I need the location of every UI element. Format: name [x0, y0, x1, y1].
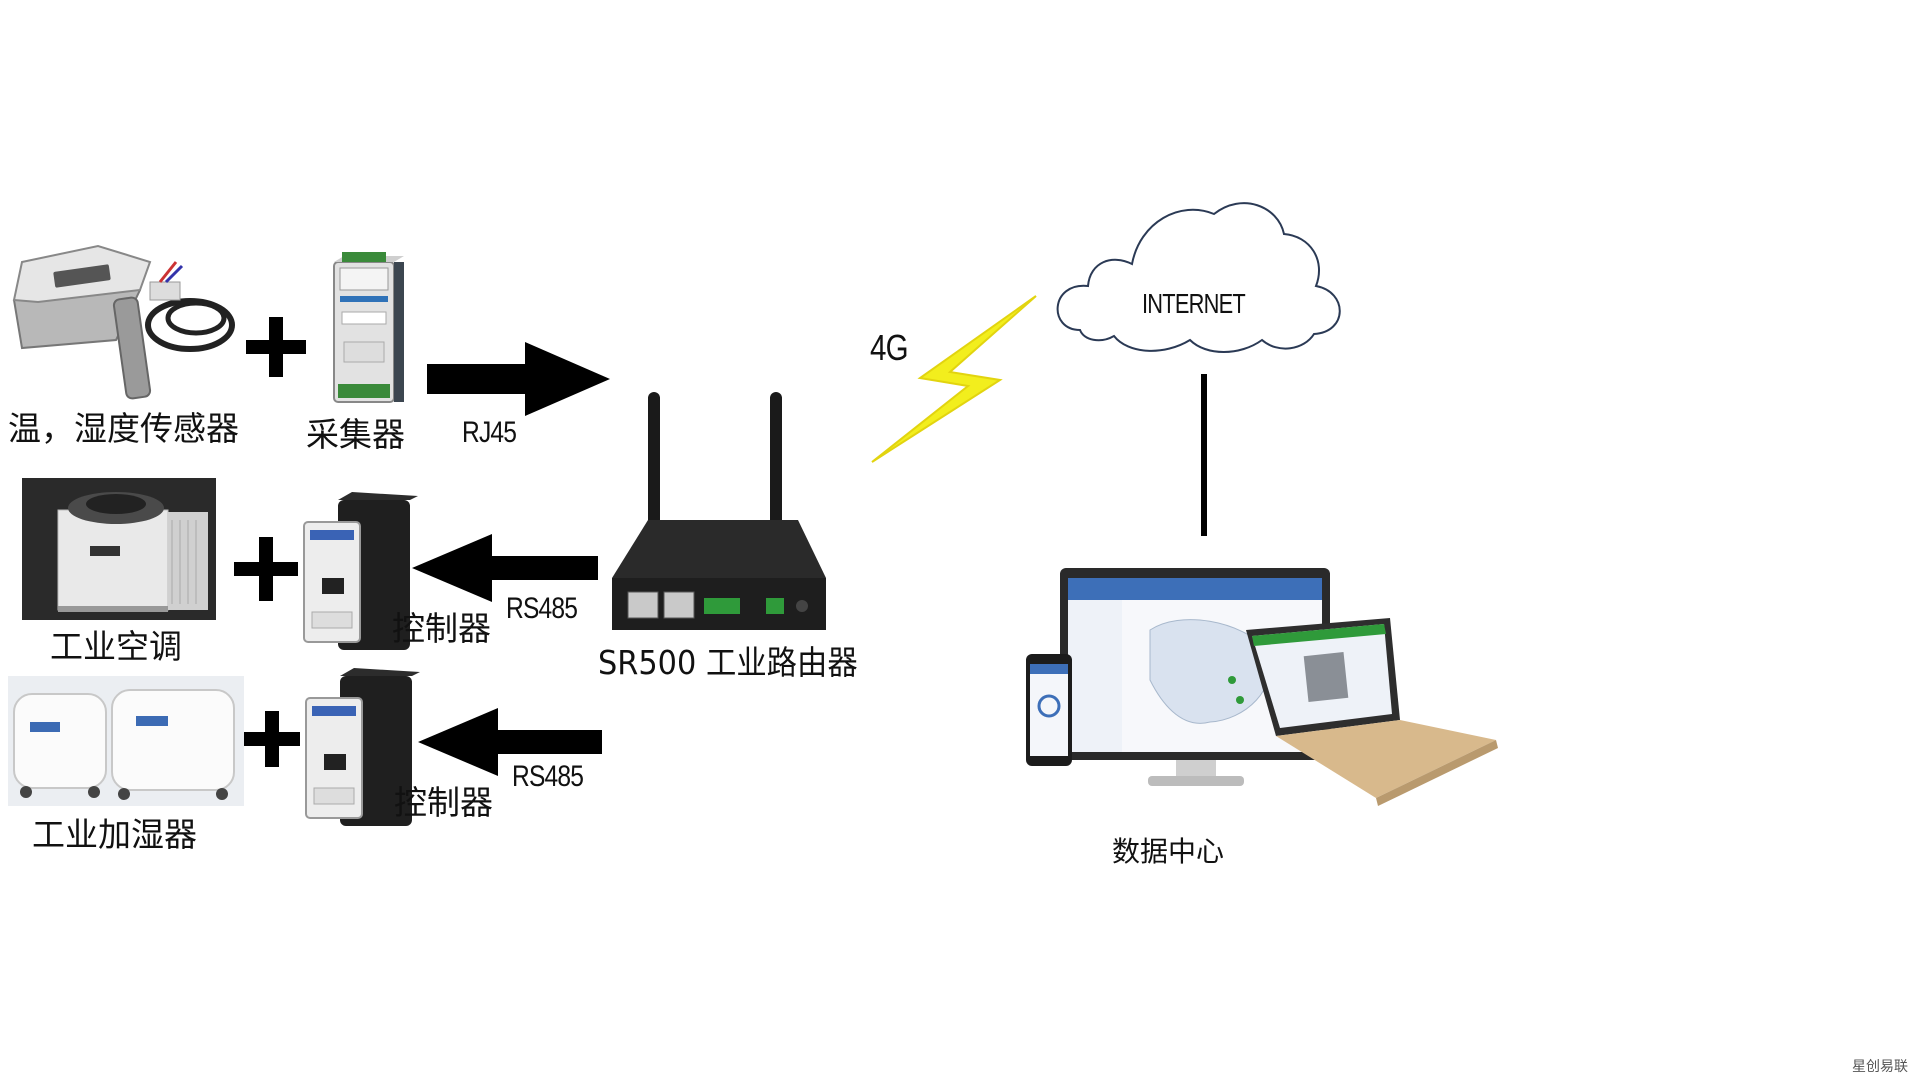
- temp-humidity-sensor-label: 温，湿度传感器: [8, 409, 239, 448]
- controller-image: [303, 492, 418, 650]
- plus-icon: [234, 537, 298, 601]
- industrial-ac-image: [22, 478, 216, 620]
- industrial-humidifier-image: [8, 676, 244, 806]
- collector-label: 采集器: [306, 415, 405, 454]
- controller-label-1: 控制器: [392, 609, 491, 648]
- rs485-label-1: RS485: [506, 592, 578, 625]
- router-image: [612, 392, 826, 630]
- temp-humidity-sensor-image: [12, 244, 235, 400]
- industrial-ac-label: 工业空调: [50, 627, 182, 666]
- plus-icon: [246, 317, 306, 377]
- rj45-arrow: [427, 342, 610, 416]
- 4g-label: 4G: [870, 327, 909, 368]
- internet-label: INTERNET: [1142, 288, 1246, 319]
- watermark: 星创易联: [1852, 1059, 1908, 1075]
- rs485-arrow: [418, 708, 602, 776]
- rj45-label: RJ45: [462, 416, 517, 449]
- industrial-humidifier-label: 工业加湿器: [32, 815, 197, 854]
- lightning-bolt-icon: [871, 295, 1037, 463]
- data-center-image: [1026, 568, 1498, 806]
- data-center-label: 数据中心: [1112, 835, 1225, 868]
- cloud-icon: [1056, 202, 1341, 353]
- controller-image: [305, 668, 420, 826]
- rs485-arrow: [412, 534, 598, 602]
- collector-image: [333, 252, 404, 403]
- controller-label-2: 控制器: [394, 783, 493, 822]
- plus-icon: [244, 711, 300, 767]
- router-label: SR500 工业路由器: [598, 643, 858, 682]
- rs485-label-2: RS485: [512, 760, 584, 793]
